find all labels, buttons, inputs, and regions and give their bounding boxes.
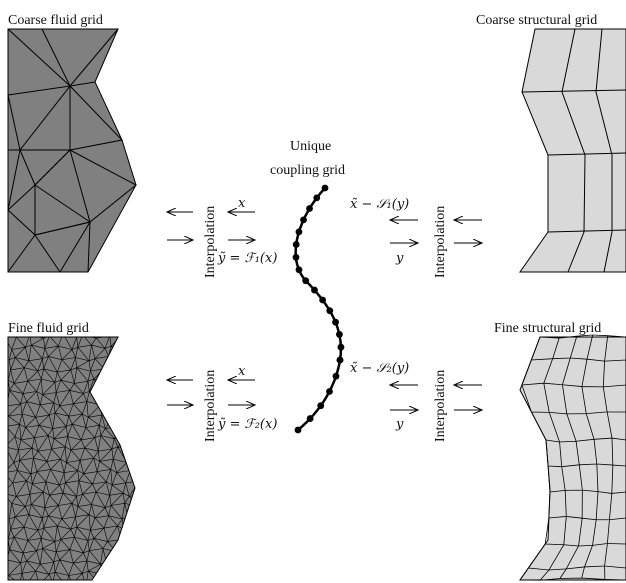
right-bottom-arrows (390, 385, 482, 410)
label-y-F2: ỹ = ℱ₂(x) (217, 417, 277, 432)
label-x-bottom: x (238, 364, 246, 379)
label-y-top: y (395, 251, 404, 266)
coupling-node (292, 241, 300, 248)
coarse-structural-title: Coarse structural grid (476, 13, 597, 28)
coarse-coupling-curve (292, 184, 345, 364)
coarse-fluid-mesh (7, 28, 137, 273)
coupling-node (302, 277, 310, 285)
label-y-bottom: y (395, 417, 404, 432)
label-x-S1: x̃ − 𝒮₁(y) (350, 197, 409, 212)
coarse-fluid-title: Coarse fluid grid (8, 13, 103, 28)
coupling-node (306, 205, 313, 212)
interpolation-left-bottom: Interpolation (203, 370, 218, 442)
coupling-node (295, 266, 303, 274)
coupling-node (336, 331, 343, 338)
coupling-node (295, 228, 303, 236)
fine-fluid-title: Fine fluid grid (8, 321, 89, 336)
coupling-node (337, 343, 345, 351)
fine-fluid-mesh (7, 336, 136, 581)
fine-structural-title: Fine structural grid (494, 321, 601, 336)
coarse-structural-mesh (519, 28, 626, 273)
coupling-node (317, 402, 325, 410)
coupling-node (311, 286, 318, 294)
coupling-node (292, 253, 300, 261)
coupling-node (294, 426, 302, 434)
coupling-node (332, 318, 339, 326)
interpolation-right-bottom: Interpolation (433, 370, 448, 442)
unique-label-line1: Unique (290, 139, 331, 154)
coupling-node (306, 415, 314, 422)
coupling-node (313, 194, 321, 202)
coupling-node (300, 216, 307, 224)
label-x-S2: x̃ − 𝒮₂(y) (350, 361, 409, 376)
fine-structural-edges (519, 334, 626, 581)
right-top-arrows (390, 220, 482, 243)
label-x-top: x (238, 196, 246, 211)
coupling-node (321, 184, 329, 192)
unique-label-line2: coupling grid (270, 163, 345, 178)
fine-structural-mesh (519, 334, 626, 581)
interpolation-left-top: Interpolation (203, 206, 218, 278)
left-top-arrows (167, 212, 255, 240)
left-bottom-arrows (167, 380, 255, 405)
coupling-node (319, 296, 327, 304)
interpolation-right-top: Interpolation (433, 206, 448, 278)
label-y-F1: ỹ = ℱ₁(x) (217, 251, 277, 266)
coupling-node (326, 388, 333, 395)
coupling-node (336, 356, 344, 364)
coupling-node (332, 372, 340, 380)
fine-coupling-curve (294, 356, 344, 434)
coupling-node (326, 307, 334, 315)
